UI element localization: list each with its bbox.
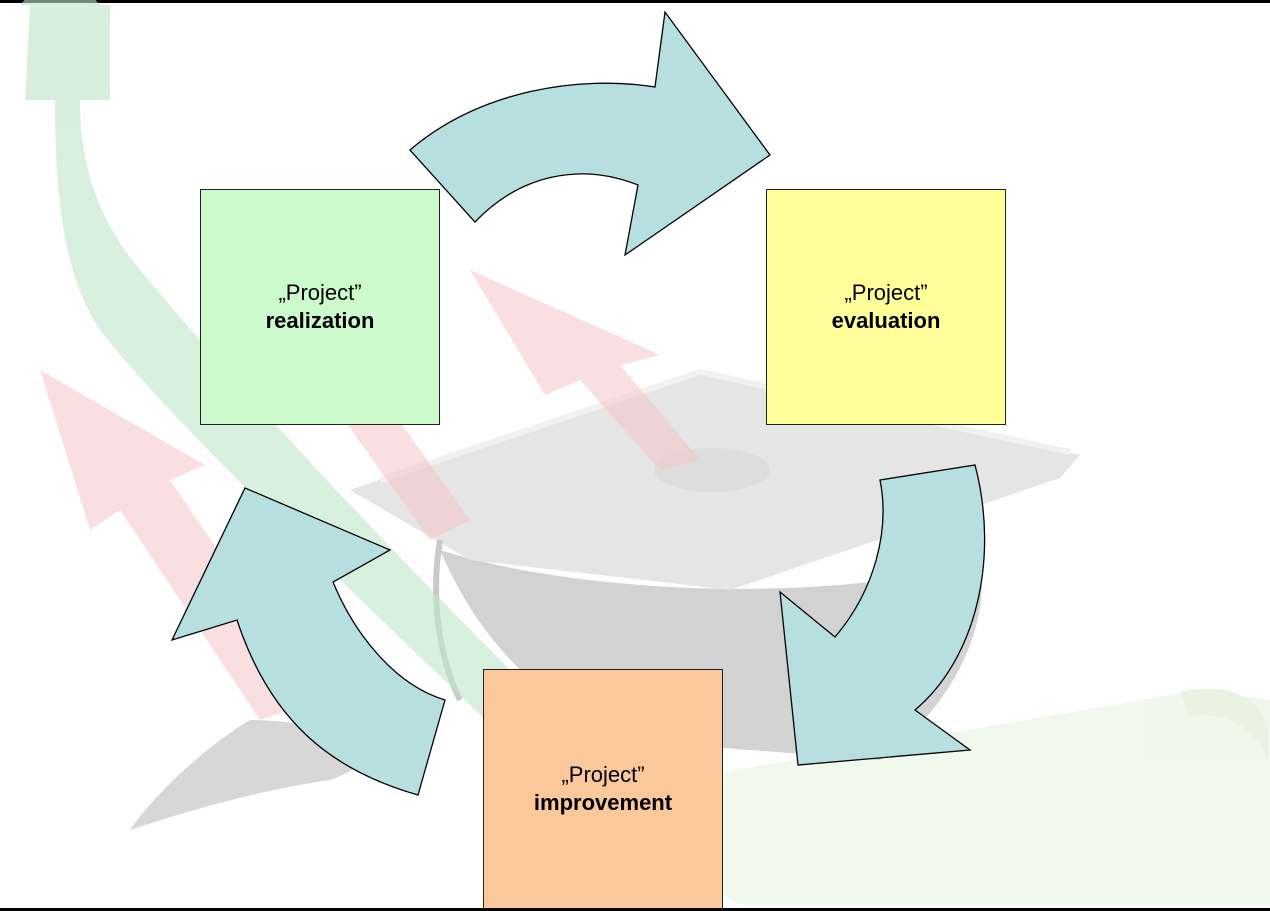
bottom-border-line (0, 908, 1270, 911)
arrow-improvement-to-realization (170, 487, 446, 796)
improvement-prefix-text: „Project” (561, 762, 645, 787)
arrow-realization-to-evaluation (409, 10, 771, 257)
evaluation-prefix-text: „Project” (844, 280, 928, 305)
top-border-line (0, 0, 1270, 3)
diploma-scroll-graphic (560, 688, 1270, 905)
realization-label: realization (265, 308, 375, 333)
stage-box-improvement: „Project” improvement (483, 669, 723, 909)
stage-box-realization: „Project” realization (200, 189, 440, 425)
improvement-label: improvement (533, 790, 673, 815)
realization-prefix-text: „Project” (278, 280, 362, 305)
evaluation-label: evaluation (831, 308, 941, 333)
stage-box-evaluation: „Project” evaluation (766, 189, 1006, 425)
arrow-evaluation-to-improvement (779, 464, 986, 766)
